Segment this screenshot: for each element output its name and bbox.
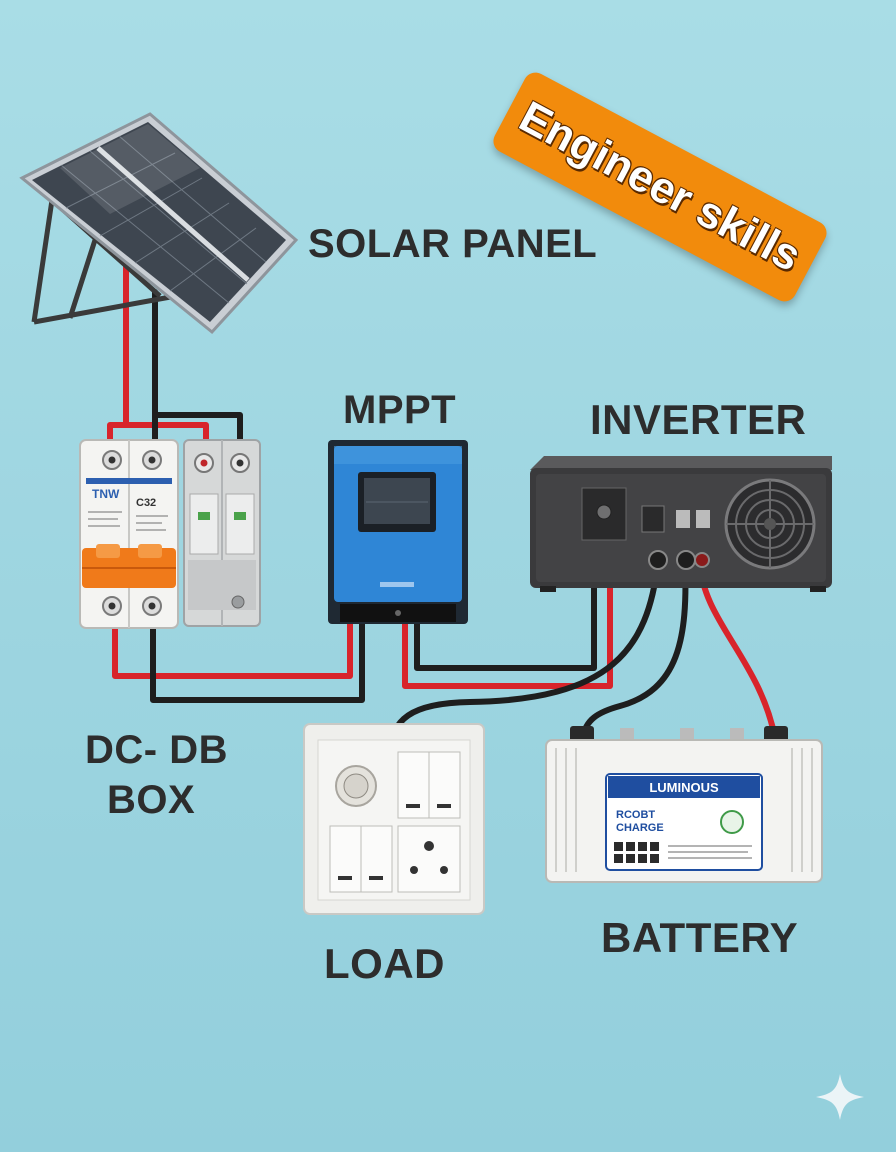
power-socket	[397, 825, 461, 893]
wire-solar-negative	[152, 289, 243, 465]
load-switchboard	[303, 723, 485, 915]
solar-panel-label: SOLAR PANEL	[308, 222, 598, 266]
battery-brand: LUMINOUS	[649, 780, 719, 795]
battery-model-line2: CHARGE	[616, 822, 664, 834]
mppt-label: MPPT	[343, 388, 457, 432]
breaker-brand: TNW	[92, 487, 120, 501]
panel-cells	[32, 122, 286, 322]
inverter	[530, 456, 832, 592]
dc-db-box-label-line1: DC- DB	[85, 728, 228, 772]
breaker-rating: C32	[136, 497, 156, 509]
dc-db-box-label: DC- DB BOX	[85, 725, 228, 825]
dc-db-box: TNW C32	[79, 439, 261, 629]
wire-inverter-battery-negative	[580, 559, 689, 741]
wire-db-mppt-negative	[150, 603, 365, 703]
battery: LUMINOUS RCOBT CHARGE	[545, 726, 823, 883]
mppt-controller	[328, 440, 468, 624]
wire-mppt-inverter-negative	[414, 519, 597, 671]
wire-db-mppt-positive	[112, 603, 353, 679]
dc-db-box-label-line2: BOX	[107, 778, 196, 822]
wire-inverter-battery-positive	[697, 559, 778, 741]
sparkle-icon	[816, 1074, 864, 1120]
wire-inverter-load	[387, 559, 661, 755]
battery-model-line1: RCOBT	[616, 809, 655, 821]
battery-label-text: BATTERY	[601, 914, 799, 961]
wire-mppt-inverter-positive	[402, 525, 613, 689]
inverter-label: INVERTER	[590, 396, 807, 443]
inverter-fan	[724, 478, 816, 570]
load-label: LOAD	[324, 940, 445, 987]
solar-panel	[19, 112, 299, 335]
